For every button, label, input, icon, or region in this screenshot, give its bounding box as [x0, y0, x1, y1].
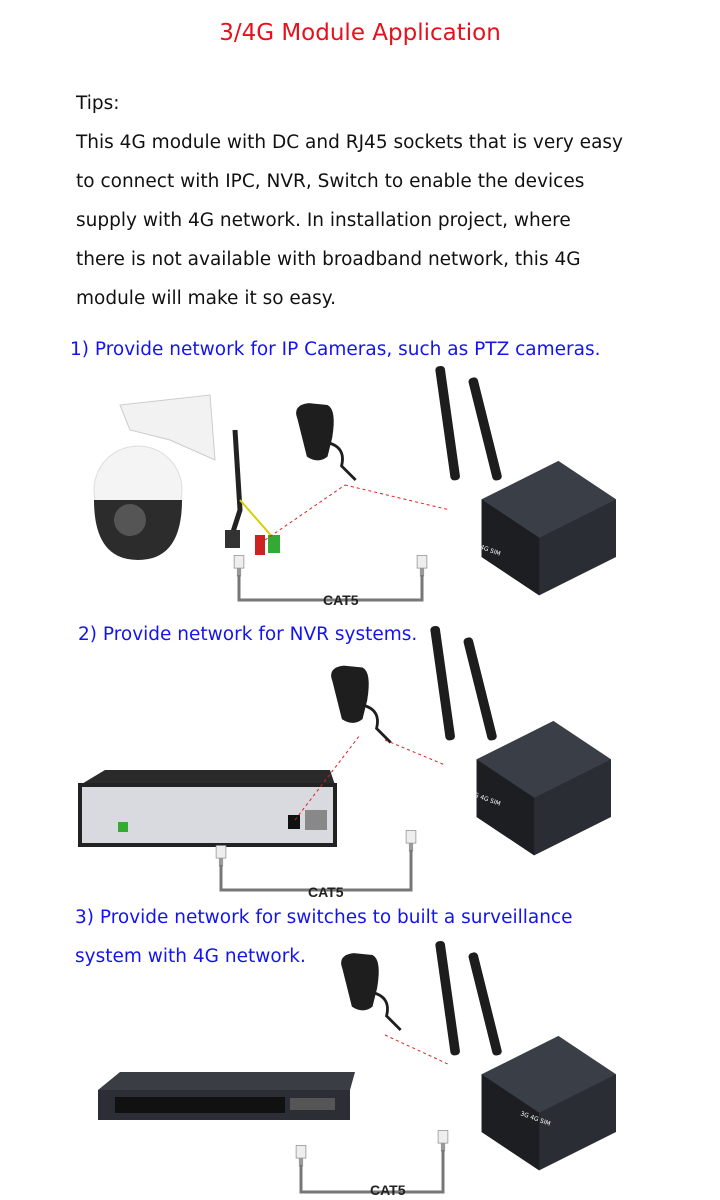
tips-line: module will make it so easy.: [76, 288, 336, 309]
section-2-heading: 2) Provide network for NVR systems.: [78, 624, 418, 645]
4g-module-image: [429, 625, 611, 856]
4g-module-image: [434, 940, 616, 1171]
rj45-plug-icon: [405, 830, 417, 852]
4g-module-image: [434, 365, 616, 596]
tips-block: Tips: This 4G module with DC and RJ45 so…: [76, 84, 696, 318]
camera-cable-bundle: [225, 429, 280, 555]
section-3-heading-line-1: 3) Provide network for switches to built…: [75, 907, 573, 928]
power-adapter-image: [294, 401, 358, 482]
power-connection-line: [294, 734, 446, 821]
power-connection-line: [384, 1034, 451, 1066]
rj45-plug-icon: [233, 555, 245, 577]
cat5-label: CAT5: [370, 1182, 406, 1198]
cat5-cable: [219, 850, 413, 892]
rj45-plug-icon: [416, 555, 428, 577]
tips-line: This 4G module with DC and RJ45 sockets …: [76, 132, 623, 153]
cat5-cable: [299, 1150, 445, 1194]
rj45-plug-icon: [215, 845, 227, 867]
ptz-camera-image: [93, 394, 216, 560]
tips-heading: Tips:: [76, 93, 120, 114]
switch-diagram: 3G 4G SIM: [98, 940, 616, 1194]
nvr-diagram: 3G 4G SIM: [78, 625, 611, 892]
cat5-cable: [237, 575, 424, 602]
page-title: 3/4G Module Application: [219, 20, 501, 46]
section-1-heading: 1) Provide network for IP Cameras, such …: [70, 339, 601, 360]
ptz-camera-diagram: 3G 4G SIM: [93, 365, 616, 602]
power-connection-line: [264, 484, 451, 541]
tips-line: supply with 4G network. In installation …: [76, 210, 571, 231]
cat5-label: CAT5: [323, 592, 359, 608]
rj45-plug-icon: [437, 1130, 449, 1152]
cat5-label: CAT5: [308, 884, 344, 900]
tips-line: there is not available with broadband ne…: [76, 249, 581, 270]
network-switch-image: [98, 1072, 355, 1120]
tips-line: to connect with IPC, NVR, Switch to enab…: [76, 171, 585, 192]
nvr-image: [78, 770, 337, 847]
power-adapter-image: [339, 951, 403, 1032]
power-adapter-image: [329, 663, 393, 745]
rj45-plug-icon: [295, 1145, 307, 1167]
section-3-heading-line-2: system with 4G network.: [75, 946, 306, 967]
